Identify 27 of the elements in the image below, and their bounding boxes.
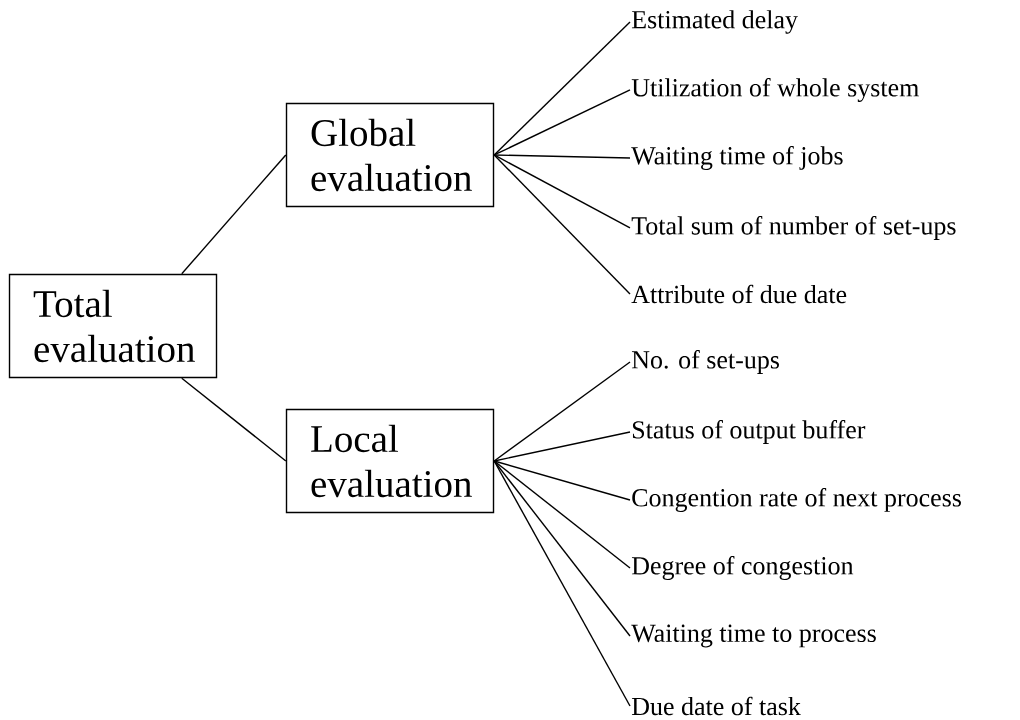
leaf-text: Total sum of number of set-ups: [631, 216, 956, 240]
leaf-text: Estimated delay: [631, 10, 798, 34]
connector-line: [493, 460, 631, 637]
connector-line: [493, 361, 631, 462]
connector-line: [493, 431, 631, 462]
connector-line: [493, 21, 631, 156]
leaf-text: Utilization of whole system: [631, 78, 919, 102]
leaf-text: No. of set-ups: [631, 350, 779, 374]
leaf-text: Due date of task: [631, 696, 801, 716]
leaf-text: Degree of congestion: [631, 556, 854, 580]
process-box: Local evaluation: [285, 408, 495, 514]
connector-line: [493, 460, 631, 569]
leaf-text: Attribute of due date: [631, 284, 847, 304]
leaf-text: Congention rate of next process: [632, 488, 961, 512]
connector-line: [493, 154, 631, 159]
leaf-text: Status of output buffer: [632, 420, 866, 444]
leaf-text: Waiting time to process: [631, 624, 876, 648]
process-box: Global evaluation: [285, 102, 495, 208]
connector-line: [493, 154, 631, 229]
process-box: Total evaluation: [8, 273, 218, 379]
connector-line: [493, 154, 631, 295]
connector-line: [493, 89, 631, 156]
connector-line: [493, 460, 631, 501]
connector-line: [181, 154, 287, 275]
leaf-text: Waiting time of jobs: [631, 146, 843, 170]
connector-line: [181, 377, 287, 462]
connector-line: [493, 460, 631, 707]
